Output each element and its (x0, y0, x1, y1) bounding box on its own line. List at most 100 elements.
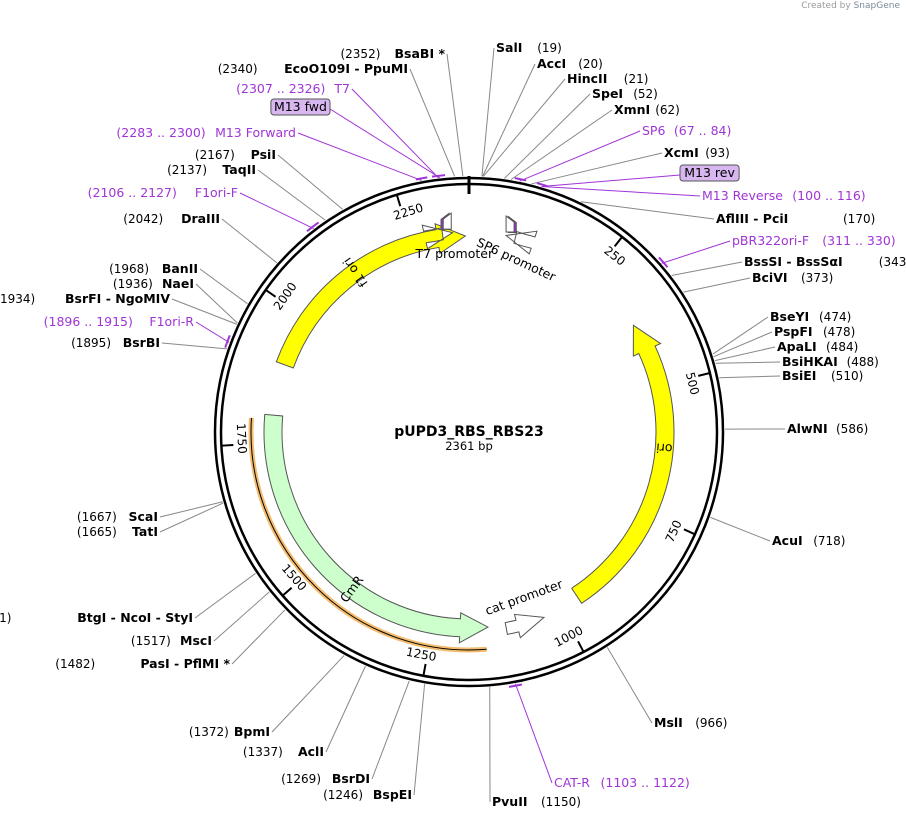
primer-site (508, 683, 523, 688)
leader-line (715, 361, 781, 364)
primer-box-label: M13 fwd (274, 99, 327, 114)
leader-line (514, 683, 553, 784)
label-bsrbi: BsrBI (1895) (71, 335, 160, 350)
tick-mark (613, 236, 623, 247)
leader-line (213, 591, 270, 642)
label-scai: ScaI(1667) (77, 509, 158, 524)
label-name: DraIII (181, 211, 220, 226)
leader-line (159, 502, 224, 533)
label-position: (2340) (218, 62, 258, 76)
label-name: XcmI (664, 145, 699, 160)
label-name: TaqII (222, 162, 256, 177)
label-name: BseYI (770, 309, 809, 324)
label-name: MscI (180, 633, 212, 648)
leader-line (195, 283, 238, 324)
feature-f1-ori (275, 222, 467, 369)
label-name: BsrDI (332, 771, 370, 786)
leader-line (531, 152, 663, 185)
primer-site (514, 177, 527, 182)
label-name: NaeI (162, 276, 194, 291)
label-name: AclI (298, 744, 324, 759)
label-position: (1667) (77, 510, 117, 524)
label-draiii: DraIII (2042) (123, 211, 220, 226)
leader-line (409, 68, 456, 177)
label-sali: SalI (19) (496, 40, 562, 55)
feature-t7-promoter (421, 224, 454, 250)
label-name: M13 Forward (215, 125, 296, 140)
label-bsrfi: BsrFI - NgoMIV(1934) (0, 291, 170, 306)
label-position: (1936) (113, 277, 153, 291)
label-position: (1269) (281, 772, 321, 786)
label-position: (1517) (131, 634, 171, 648)
label-position: (19) (537, 41, 562, 55)
label-taqii: TaqII (2137) (167, 162, 256, 177)
label-name: SpeI (592, 86, 623, 101)
primer-site (415, 176, 428, 181)
snapgene-credit: Created by SnapGene (801, 1, 900, 11)
label-position: (2106 .. 2127) (88, 185, 177, 200)
promoter-glyph (505, 215, 515, 233)
label-position: (1968) (109, 262, 149, 276)
primer-box (679, 164, 740, 182)
leader-line (510, 109, 613, 180)
tick-label: 500 (683, 371, 702, 397)
feature-sp6-promoter (504, 230, 538, 255)
label-position: (343) (879, 255, 906, 269)
label-name: BspEI (373, 787, 412, 802)
label-position: (484) (826, 340, 858, 354)
label-hincii: HincII(21) (567, 71, 648, 86)
label-position: (93) (705, 146, 730, 160)
label-name: AlwNI (787, 421, 828, 436)
label-position: (311 .. 330) (822, 233, 895, 248)
label-bsssi: BssSI - BssSαI (343) (744, 254, 906, 269)
label-name: BsrBI (123, 335, 160, 350)
label-position: (1895) (71, 336, 111, 350)
label-pvuii: PvuII(1150) (492, 794, 581, 809)
leader-line (371, 680, 410, 780)
leader-line (195, 321, 230, 343)
plasmid-length: 2361 bp (445, 439, 493, 453)
label-name: BsiHKAI (782, 354, 838, 369)
tick-mark (577, 640, 585, 653)
label-position: (2042) (123, 212, 163, 226)
label-m13-fwd: M13 fwd (270, 98, 331, 116)
leader-line (661, 240, 731, 264)
label-position: (510) (831, 369, 863, 383)
label-name: F1ori-R (149, 314, 194, 329)
label-position: (1337) (243, 745, 283, 759)
label-alwni: AlwNI(586) (787, 421, 868, 436)
leader-line (683, 277, 751, 293)
label-btgi: BtgI - NcoI - StyI(1551) (0, 610, 193, 625)
tick-mark (395, 194, 402, 207)
label-pbr322ori-f: pBR322ori-F(311 .. 330) (732, 233, 896, 248)
leader-line (446, 53, 464, 177)
leader-line (481, 47, 495, 177)
label-name: BsiEI (782, 368, 816, 383)
label-apali: ApaLI(484) (777, 339, 858, 354)
label-position: (2137) (167, 163, 207, 177)
label-name: BanII (162, 261, 198, 276)
leader-line (541, 186, 701, 197)
label-position: (718) (813, 534, 845, 548)
label-name: PvuII (492, 794, 528, 809)
label-name: SalI (496, 40, 522, 55)
label-name: AccI (537, 56, 566, 71)
label-name: BsrFI - NgoMIV (65, 291, 170, 306)
label-name: PasI - PflMI * (140, 656, 230, 671)
tick-mark (265, 289, 277, 298)
label-bsabi: BsaBI *(2352) (340, 46, 445, 61)
primer-sites (224, 174, 669, 688)
label-bsrdi: BsrDI (1269) (281, 771, 370, 786)
label-acui: AcuI(718) (772, 533, 845, 548)
label-name: BssSI - BssSαI (744, 254, 843, 269)
label-position: (1246) (323, 788, 363, 802)
primer-site (431, 174, 446, 178)
label-acci: AccI(20) (537, 56, 603, 71)
label-xmni: XmnI(62) (614, 102, 680, 117)
leader-line (239, 192, 314, 229)
label-name: BsaBI * (395, 46, 446, 61)
label-position: (100 .. 116) (792, 188, 865, 203)
leader-line (271, 655, 345, 733)
leader-line (297, 132, 422, 181)
